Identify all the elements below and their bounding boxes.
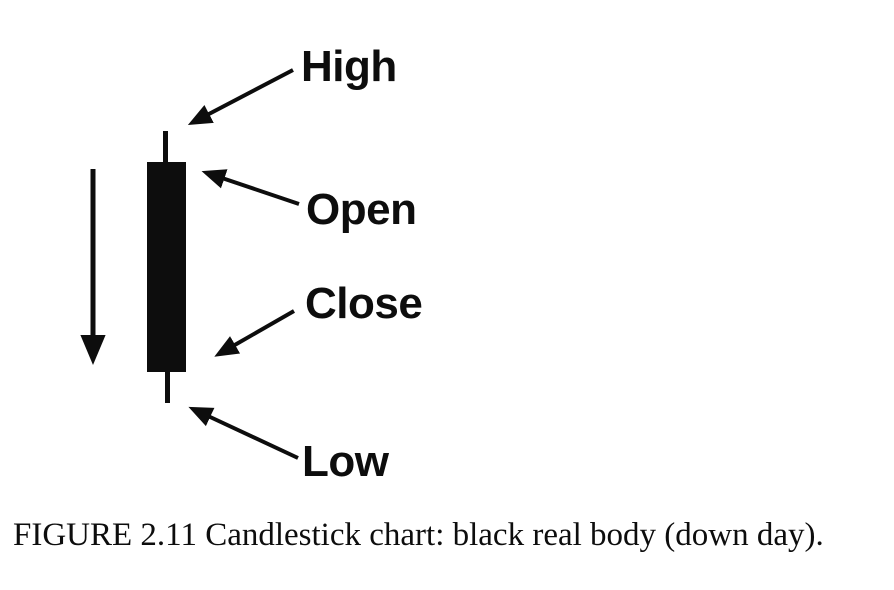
low-pointer-arrow-icon bbox=[188, 406, 299, 460]
open-pointer-arrow-icon bbox=[201, 169, 300, 206]
high-pointer-arrow-icon bbox=[187, 68, 294, 126]
label-close: Close bbox=[305, 279, 422, 328]
close-pointer-arrow-icon bbox=[214, 309, 295, 357]
figure-caption: FIGURE 2.11 Candlestick chart: black rea… bbox=[13, 517, 824, 553]
label-open: Open bbox=[306, 185, 416, 234]
label-low: Low bbox=[302, 437, 390, 486]
candlestick-diagram: High Open Close Low bbox=[80, 42, 423, 486]
candle-real-body bbox=[147, 162, 186, 372]
label-high: High bbox=[301, 42, 397, 91]
